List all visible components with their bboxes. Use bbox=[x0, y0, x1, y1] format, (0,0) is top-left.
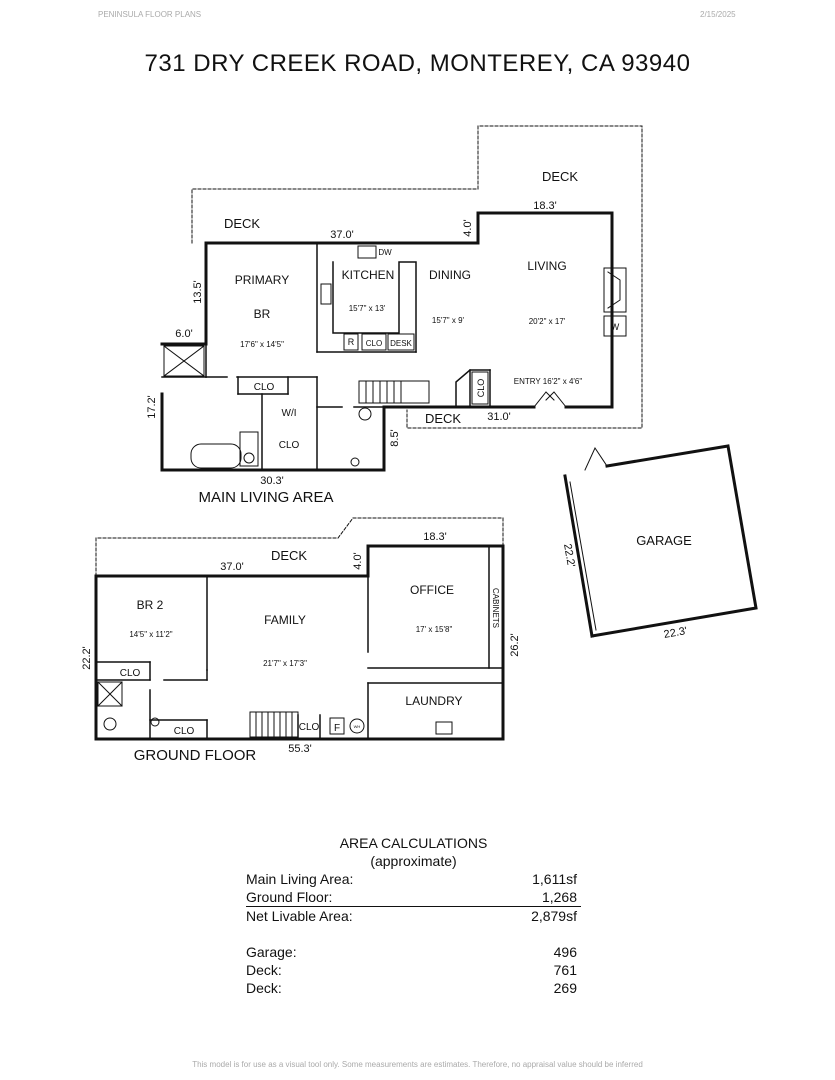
dining-size: 15'7" x 9' bbox=[432, 316, 465, 325]
dim-main-top: 37.0' bbox=[330, 229, 354, 241]
area-row-label: Garage: bbox=[246, 944, 297, 960]
family-label: FAMILY bbox=[264, 613, 306, 627]
area-row-label: Ground Floor: bbox=[246, 889, 333, 905]
area-row: Main Living Area: 1,611sf bbox=[246, 870, 581, 888]
area-row-value: 269 bbox=[553, 980, 577, 996]
dim-office-top: 18.3' bbox=[423, 531, 447, 543]
date-label: 2/15/2025 bbox=[700, 10, 736, 19]
ground-exterior-walls bbox=[94, 544, 505, 741]
br2-label: BR 2 bbox=[137, 598, 164, 612]
water-heater-label: WH bbox=[354, 724, 361, 729]
main-deck-label: DECK bbox=[542, 169, 578, 184]
dim-main-bottom: 30.3' bbox=[260, 475, 284, 487]
area-row-value: 496 bbox=[553, 944, 577, 960]
furnace-label: F bbox=[334, 723, 340, 734]
dishwasher-label: DW bbox=[378, 248, 392, 257]
area-row-label: Main Living Area: bbox=[246, 871, 354, 887]
main-level-label: MAIN LIVING AREA bbox=[198, 489, 333, 506]
primary-label-2: BR bbox=[254, 307, 271, 321]
office-label: OFFICE bbox=[410, 583, 454, 597]
living-label: LIVING bbox=[527, 259, 566, 273]
page-title: 731 DRY CREEK ROAD, MONTEREY, CA 93940 bbox=[144, 50, 691, 77]
area-row: Ground Floor: 1,268 bbox=[246, 888, 581, 907]
closet-label-a: CLO bbox=[254, 382, 275, 393]
dim-ground-jog: 4.0' bbox=[352, 552, 364, 569]
main-interior-walls bbox=[161, 244, 491, 471]
area-subheading: (approximate) bbox=[370, 853, 457, 869]
dim-garage-bottom: 22.3' bbox=[663, 625, 688, 641]
ground-closet-c: CLO bbox=[299, 722, 320, 733]
desk-label: DESK bbox=[390, 339, 412, 348]
brand-label: PENINSULA FLOOR PLANS bbox=[98, 10, 202, 19]
office-size: 17' x 15'8" bbox=[416, 625, 453, 634]
ground-deck-outline bbox=[95, 517, 504, 577]
main-fixtures bbox=[163, 245, 627, 469]
walk-in-label: W/I bbox=[282, 408, 297, 419]
garage-labels: GARAGE 22.2' 22.3' bbox=[561, 533, 692, 641]
area-row: Deck: 761 bbox=[246, 961, 581, 979]
primary-label-1: PRIMARY bbox=[235, 273, 289, 287]
kitchen-label: KITCHEN bbox=[342, 268, 395, 282]
living-size: 20'2" x 17' bbox=[529, 317, 566, 326]
area-row-value: 1,268 bbox=[541, 889, 577, 905]
area-row-label: Net Livable Area: bbox=[246, 908, 353, 924]
cabinets-label: CABINETS bbox=[491, 588, 500, 628]
ground-fixtures bbox=[97, 681, 453, 738]
closet-label-d: CLO bbox=[476, 379, 486, 398]
refrigerator-label: R bbox=[348, 337, 355, 347]
laundry-label: LAUNDRY bbox=[405, 694, 462, 708]
area-row-value: 761 bbox=[553, 962, 577, 978]
area-row-value: 1,611sf bbox=[532, 871, 577, 887]
ground-closet-a: CLO bbox=[120, 668, 141, 679]
dim-ground-left: 22.2' bbox=[81, 646, 93, 670]
main-deck-front-label: DECK bbox=[425, 411, 461, 426]
dim-ground-right: 26.2' bbox=[509, 633, 521, 657]
floor-plan: DECK DECK DECK 37.0' 18.3' 4.0' 13.5' 6.… bbox=[81, 125, 758, 764]
main-deck-left-label: DECK bbox=[224, 216, 260, 231]
closet-label-b: CLO bbox=[279, 440, 300, 451]
dim-ground-bottom: 55.3' bbox=[288, 743, 312, 755]
dim-garage-side: 22.2' bbox=[561, 543, 577, 568]
primary-size: 17'6" x 14'5" bbox=[240, 340, 284, 349]
ground-deck-label: DECK bbox=[271, 548, 307, 563]
ground-level-labels: DECK 37.0' 4.0' 18.3' 22.2' 26.2' 55.3' … bbox=[81, 531, 521, 764]
dim-main-jog: 4.0' bbox=[462, 219, 474, 236]
washer-label: W bbox=[611, 322, 620, 332]
ground-level-label: GROUND FLOOR bbox=[134, 747, 257, 764]
area-row-value: 2,879sf bbox=[531, 908, 577, 924]
family-size: 21'7" x 17'3" bbox=[263, 659, 307, 668]
area-row: Garage: 496 bbox=[246, 943, 581, 961]
area-calculations: AREA CALCULATIONS (approximate) Main Liv… bbox=[246, 834, 581, 997]
disclaimer: This model is for use as a visual tool o… bbox=[192, 1060, 643, 1069]
ground-interior-walls bbox=[96, 547, 502, 738]
dim-main-left-upper: 13.5' bbox=[192, 280, 204, 304]
main-level-labels: DECK DECK DECK 37.0' 18.3' 4.0' 13.5' 6.… bbox=[146, 169, 620, 506]
dim-main-step: 6.0' bbox=[175, 328, 192, 340]
area-row: Deck: 269 bbox=[246, 979, 581, 997]
main-deck-outline bbox=[191, 125, 643, 429]
garage-walls bbox=[563, 444, 758, 638]
area-row-label: Deck: bbox=[246, 980, 282, 996]
entry-label: ENTRY 16'2" x 4'6" bbox=[514, 377, 583, 386]
closet-label-c: CLO bbox=[366, 339, 382, 348]
area-heading: AREA CALCULATIONS bbox=[339, 835, 488, 851]
dim-ground-top: 37.0' bbox=[220, 561, 244, 573]
garage-label: GARAGE bbox=[636, 533, 692, 548]
kitchen-size: 15'7" x 13' bbox=[349, 304, 386, 313]
area-row-label: Deck: bbox=[246, 962, 282, 978]
ground-closet-b: CLO bbox=[174, 726, 195, 737]
dim-main-front: 31.0' bbox=[487, 411, 511, 423]
dining-label: DINING bbox=[429, 268, 471, 282]
dim-main-left-lower: 17.2' bbox=[146, 395, 158, 419]
area-row: Net Livable Area: 2,879sf bbox=[246, 907, 581, 925]
br2-size: 14'5" x 11'2" bbox=[129, 630, 172, 639]
dim-living-top: 18.3' bbox=[533, 200, 557, 212]
dim-main-right-jog: 8.5' bbox=[389, 429, 401, 446]
